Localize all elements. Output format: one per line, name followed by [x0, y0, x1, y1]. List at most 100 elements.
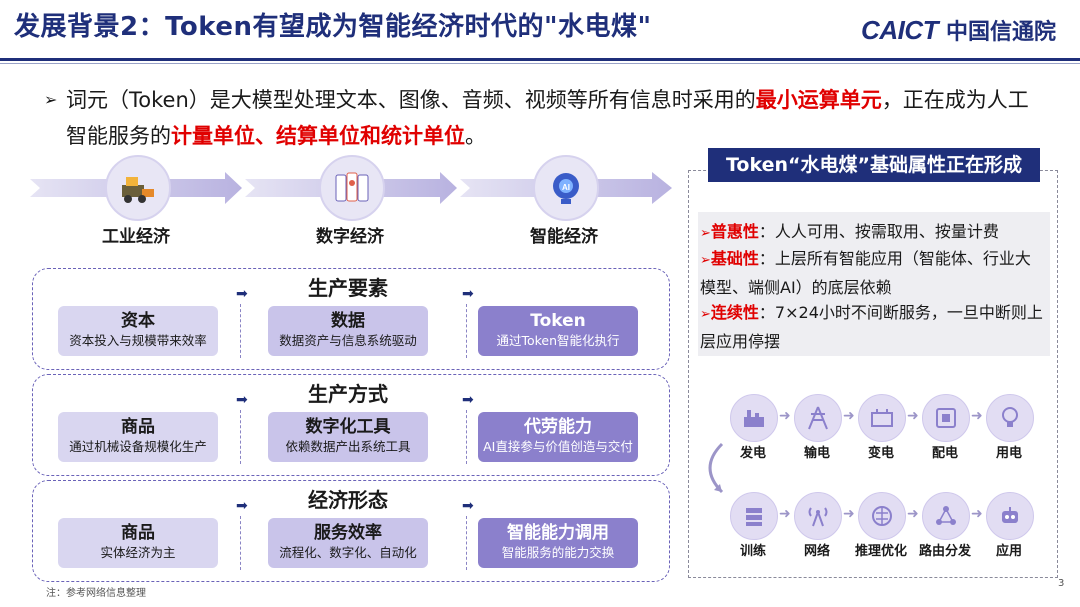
intro-text-2: ，正在成为人工智能服务的	[66, 88, 1029, 148]
light-bulb-icon	[986, 394, 1034, 442]
intro-bullet: ➢ 词元（Token）是大模型处理文本、图像、音频、视频等所有信息时采用的最小运…	[44, 82, 1044, 154]
industrial-economy-icon	[105, 155, 171, 221]
distribution-box-icon	[922, 394, 970, 442]
header-rule-thin	[0, 63, 1080, 64]
intro-text-3: 。	[465, 124, 486, 148]
card-subtext: 通过Token智能化执行	[496, 333, 620, 348]
attribute-continuity: ➢连续性：7×24小时不间断服务，一旦中断则上层应用停摆	[700, 303, 1043, 351]
logo-cn-text: 中国信通院	[945, 20, 1056, 45]
digital-economy-icon	[319, 155, 385, 221]
arrow-right-icon: ➡	[236, 392, 248, 408]
card-heading: 智能能力调用	[507, 523, 609, 543]
card-heading: 商品	[121, 523, 155, 543]
attribute-key: 普惠性	[710, 222, 759, 241]
arrow-right-icon: ➜	[971, 408, 983, 424]
logo-en-text: CAICT	[861, 14, 938, 45]
power-chain-label: 变电	[867, 446, 894, 461]
section-production-factors	[32, 268, 670, 370]
power-chain-label: 输电	[803, 446, 830, 461]
caict-logo: CAICT 中国信通院	[861, 14, 1056, 46]
card-heading: 资本	[121, 311, 155, 331]
arrow-right-icon: ➜	[779, 506, 791, 522]
section-title: 经济形态	[308, 488, 388, 512]
attribute-key: 连续性	[710, 303, 759, 322]
section-economic-form	[32, 480, 670, 582]
power-chain-label: 配电	[931, 446, 958, 461]
section-title: 生产要素	[308, 276, 388, 300]
server-icon	[730, 492, 778, 540]
header-rule	[0, 58, 1080, 61]
arrow-right-icon: ➜	[843, 506, 855, 522]
card-digital-tools: 数字化工具 依赖数据产出系统工具	[268, 412, 428, 462]
ai-chain-label: 训练	[739, 544, 766, 559]
card-service-efficiency: 服务效率 流程化、数字化、自动化	[268, 518, 428, 568]
panel-title: Token“水电煤”基础属性正在形成	[708, 148, 1040, 182]
card-capital: 资本 资本投入与规模带来效率	[58, 306, 218, 356]
card-heading: Token	[530, 311, 586, 331]
curved-arrow-icon	[708, 442, 724, 494]
stage-label-industrial: 工业经济	[102, 227, 170, 247]
attributes-box	[698, 212, 1050, 356]
svg-text:AI: AI	[562, 183, 570, 192]
card-goods-economy: 商品 实体经济为主	[58, 518, 218, 568]
page-title: 发展背景2：Token有望成为智能经济时代的"水电煤"	[14, 12, 652, 42]
arrow-right-icon: ➡	[236, 286, 248, 302]
bullet-arrow-icon: ➢	[44, 90, 58, 109]
card-agency-capability: 代劳能力 AI直接参与价值创造与交付	[478, 412, 638, 462]
arrow-right-icon: ➜	[843, 408, 855, 424]
card-subtext: 数据资产与信息系统驱动	[279, 333, 417, 348]
power-chain-label: 发电	[739, 446, 766, 461]
arrow-right-icon: ➡	[462, 498, 474, 514]
arrow-right-icon: ➡	[236, 498, 248, 514]
card-token: Token 通过Token智能化执行	[478, 306, 638, 356]
intro-text-1: 词元（Token）是大模型处理文本、图像、音频、视频等所有信息时采用的	[66, 88, 756, 112]
card-heading: 数据	[331, 311, 365, 331]
divider	[466, 516, 467, 570]
arrow-right-icon: ➜	[907, 506, 919, 522]
attribute-universality: ➢普惠性：人人可用、按需取用、按量计费	[700, 222, 999, 241]
intelligent-economy-icon: AI	[533, 155, 599, 221]
card-goods: 商品 通过机械设备规模化生产	[58, 412, 218, 462]
ai-chain-label: 应用	[995, 544, 1022, 559]
page-number: 3	[1058, 578, 1065, 589]
arrow-right-icon: ➜	[779, 408, 791, 424]
brain-chip-icon	[858, 492, 906, 540]
card-subtext: 流程化、数字化、自动化	[279, 545, 417, 560]
card-heading: 服务效率	[314, 523, 382, 543]
card-subtext: 智能服务的能力交换	[501, 545, 615, 560]
attribute-text: ：上层所有智能应用（智能体、行业大模型、端侧AI）的底层依赖	[700, 249, 1031, 297]
ai-chain-label: 推理优化	[854, 544, 907, 559]
divider	[240, 516, 241, 570]
attribute-text: ：7×24小时不间断服务，一旦中断则上层应用停摆	[700, 303, 1043, 351]
ai-chain-label: 路由分发	[918, 544, 971, 559]
network-routing-icon	[922, 492, 970, 540]
attribute-foundational: ➢基础性：上层所有智能应用（智能体、行业大模型、端侧AI）的底层依赖	[700, 249, 1031, 297]
ai-chain-label: 网络	[803, 544, 830, 559]
card-subtext: 通过机械设备规模化生产	[69, 439, 207, 454]
section-title: 生产方式	[308, 382, 388, 406]
stage-label-intelligent: 智能经济	[530, 227, 598, 247]
intro-highlight-1: 最小运算单元	[755, 88, 882, 112]
power-plant-icon	[730, 394, 778, 442]
card-heading: 代劳能力	[524, 417, 592, 437]
stage-label-digital: 数字经济	[316, 227, 384, 247]
card-heading: 数字化工具	[305, 417, 391, 437]
section-production-mode	[32, 374, 670, 476]
signal-tower-icon	[794, 492, 842, 540]
attribute-text: ：人人可用、按需取用、按量计费	[758, 222, 999, 241]
card-intelligence-invocation: 智能能力调用 智能服务的能力交换	[478, 518, 638, 568]
card-subtext: AI直接参与价值创造与交付	[483, 439, 633, 454]
card-subtext: 实体经济为主	[100, 545, 176, 560]
divider	[240, 304, 241, 358]
arrow-right-icon: ➡	[462, 286, 474, 302]
intro-highlight-2: 计量单位、结算单位和统计单位	[171, 124, 465, 148]
card-subtext: 依赖数据产出系统工具	[285, 439, 411, 454]
card-heading: 商品	[121, 417, 155, 437]
card-data: 数据 数据资产与信息系统驱动	[268, 306, 428, 356]
transmission-tower-icon	[794, 394, 842, 442]
card-subtext: 资本投入与规模带来效率	[69, 333, 207, 348]
robot-icon	[986, 492, 1034, 540]
arrow-right-icon: ➡	[462, 392, 474, 408]
arrow-right-icon: ➜	[907, 408, 919, 424]
source-note: 注：参考网络信息整理	[46, 588, 146, 599]
